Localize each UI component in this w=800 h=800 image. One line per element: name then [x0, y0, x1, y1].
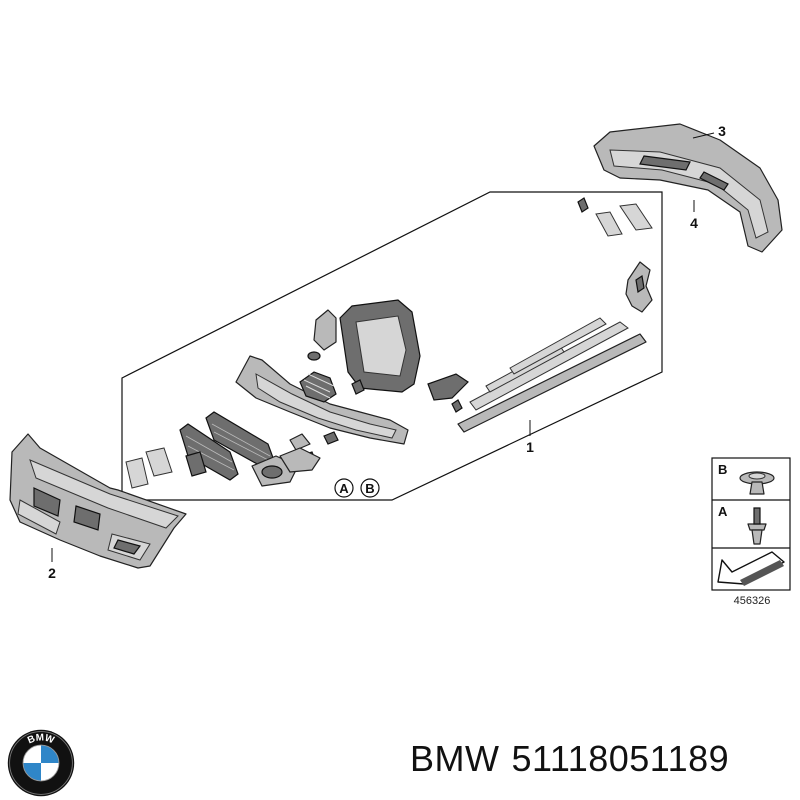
direction-arrow-icon: [717, 551, 785, 586]
fog-lamp-covers: [251, 447, 321, 487]
callout-1: 1: [526, 439, 534, 455]
bmw-logo: BMW: [7, 729, 75, 797]
push-nut-icon: [739, 471, 775, 495]
front-bumper-part-2: [9, 433, 187, 569]
legend-box-letter-b: B: [718, 462, 727, 477]
caption-part-number: 51118051189: [511, 738, 730, 779]
blanking-plates: [125, 447, 207, 489]
legend-ref-a-text: A: [339, 481, 349, 496]
legend-ref-b-circle: [360, 478, 380, 498]
callout-3: 3: [718, 123, 726, 139]
side-bracket: [625, 261, 653, 313]
cooling-frame: [313, 299, 469, 401]
legend-ref-a-circle: [334, 478, 354, 498]
diagram-number: 456326: [734, 595, 771, 607]
callout-2: 2: [48, 565, 56, 581]
legend-ref-b-text: B: [365, 481, 374, 496]
kidney-grille: [299, 371, 337, 403]
reflector-strips: [577, 197, 653, 237]
rear-bumper-part-3: [593, 123, 783, 253]
legend-box-letter-a: A: [718, 504, 728, 519]
side-trim-strips-part-1: [451, 317, 647, 433]
callout-4: 4: [690, 215, 698, 231]
leader-line-3: [692, 132, 715, 139]
round-clip: [307, 351, 321, 361]
svg-text:BMW: BMW: [26, 732, 56, 746]
lower-mesh-grilles: [179, 411, 277, 481]
part-caption: BMW 51118051189: [410, 738, 741, 780]
expanding-rivet-icon: [747, 507, 767, 545]
caption-brand: BMW: [410, 738, 500, 779]
